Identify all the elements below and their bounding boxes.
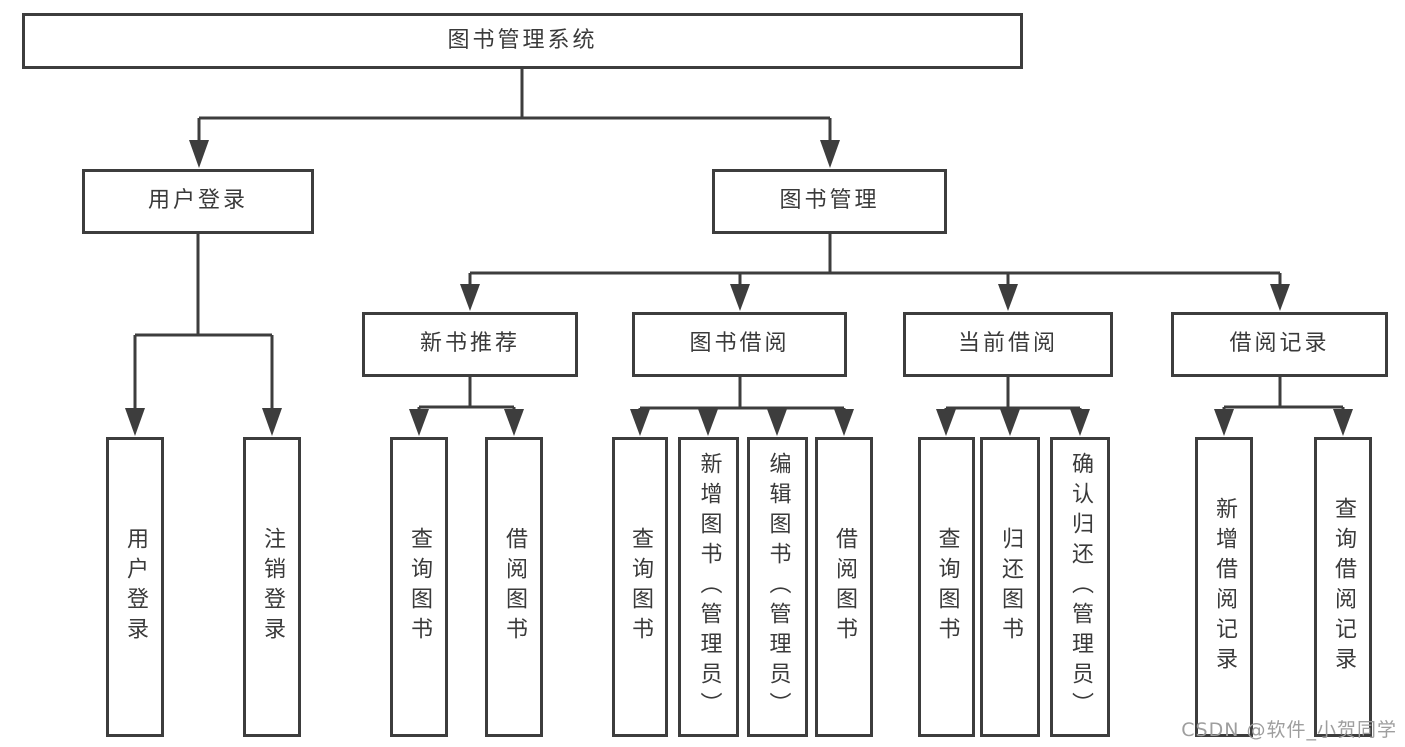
leaf-user-login-label: 用户登录	[123, 527, 148, 647]
node-borrow-records: 借阅记录	[1171, 312, 1388, 377]
leaf-confirm-return-admin-label: 确认归还（管理员）	[1068, 452, 1093, 722]
leaf-query-borrow-record: 查询借阅记录	[1314, 437, 1372, 737]
leaf-confirm-return-admin: 确认归还（管理员）	[1050, 437, 1110, 737]
leaf-query-borrow-record-label: 查询借阅记录	[1331, 497, 1356, 677]
leaf-query-books-2: 查询图书	[612, 437, 668, 737]
leaf-add-book-admin-label: 新增图书（管理员）	[696, 452, 722, 722]
node-book-borrowing-label: 图书借阅	[689, 331, 790, 357]
leaf-add-borrow-record: 新增借阅记录	[1195, 437, 1253, 737]
leaf-query-books-1: 查询图书	[390, 437, 448, 737]
leaf-edit-book-admin: 编辑图书（管理员）	[747, 437, 808, 737]
leaf-add-borrow-record-label: 新增借阅记录	[1212, 497, 1237, 677]
leaf-borrow-books-2-label: 借阅图书	[832, 527, 857, 647]
node-book-management: 图书管理	[712, 169, 947, 234]
leaf-return-books: 归还图书	[980, 437, 1040, 737]
node-borrow-records-label: 借阅记录	[1229, 331, 1330, 357]
node-current-borrowing: 当前借阅	[903, 312, 1113, 377]
node-new-book-recommend: 新书推荐	[362, 312, 578, 377]
leaf-logout: 注销登录	[243, 437, 301, 737]
leaf-query-books-3: 查询图书	[918, 437, 975, 737]
leaf-add-book-admin: 新增图书（管理员）	[678, 437, 739, 737]
node-root-label: 图书管理系统	[447, 27, 598, 53]
node-book-borrowing: 图书借阅	[632, 312, 847, 377]
leaf-borrow-books-1-label: 借阅图书	[502, 527, 527, 647]
leaf-borrow-books-1: 借阅图书	[485, 437, 543, 737]
leaf-user-login: 用户登录	[106, 437, 164, 737]
node-user-login-label: 用户登录	[147, 188, 248, 214]
node-root: 图书管理系统	[22, 13, 1023, 69]
leaf-query-books-1-label: 查询图书	[407, 527, 432, 647]
leaf-query-books-3-label: 查询图书	[934, 527, 960, 647]
node-user-login: 用户登录	[82, 169, 314, 234]
leaf-return-books-label: 归还图书	[998, 527, 1023, 647]
leaf-edit-book-admin-label: 编辑图书（管理员）	[765, 452, 791, 722]
csdn-watermark: CSDN @软件_小贺同学	[1181, 719, 1397, 741]
leaf-logout-label: 注销登录	[260, 527, 285, 647]
node-book-management-label: 图书管理	[779, 188, 880, 214]
leaf-borrow-books-2: 借阅图书	[815, 437, 873, 737]
leaf-query-books-2-label: 查询图书	[628, 527, 653, 647]
node-current-borrowing-label: 当前借阅	[957, 331, 1058, 357]
node-new-book-recommend-label: 新书推荐	[419, 331, 520, 357]
